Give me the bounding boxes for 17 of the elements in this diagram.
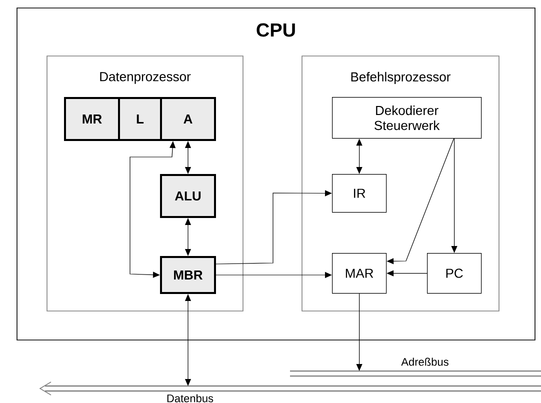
arrow [356, 293, 362, 371]
alu-box: ALU [160, 174, 216, 218]
register-box: PC [427, 252, 482, 294]
register-box: MAR [332, 252, 387, 294]
arrow [451, 138, 458, 253]
arrow [216, 190, 332, 264]
bus-label: Datenbus [167, 394, 214, 402]
register-box: MBR [160, 256, 216, 294]
register-box: L [118, 97, 162, 141]
register-box: IR [332, 174, 387, 213]
register-box: A [160, 97, 216, 141]
register-box: MR [64, 97, 120, 141]
arrow [184, 294, 192, 386]
arrow [184, 218, 192, 256]
bus-label: Adreßbus [401, 358, 448, 366]
arrow [184, 141, 192, 174]
control-unit-box: Dekodierer Steuerwerk [332, 97, 482, 139]
